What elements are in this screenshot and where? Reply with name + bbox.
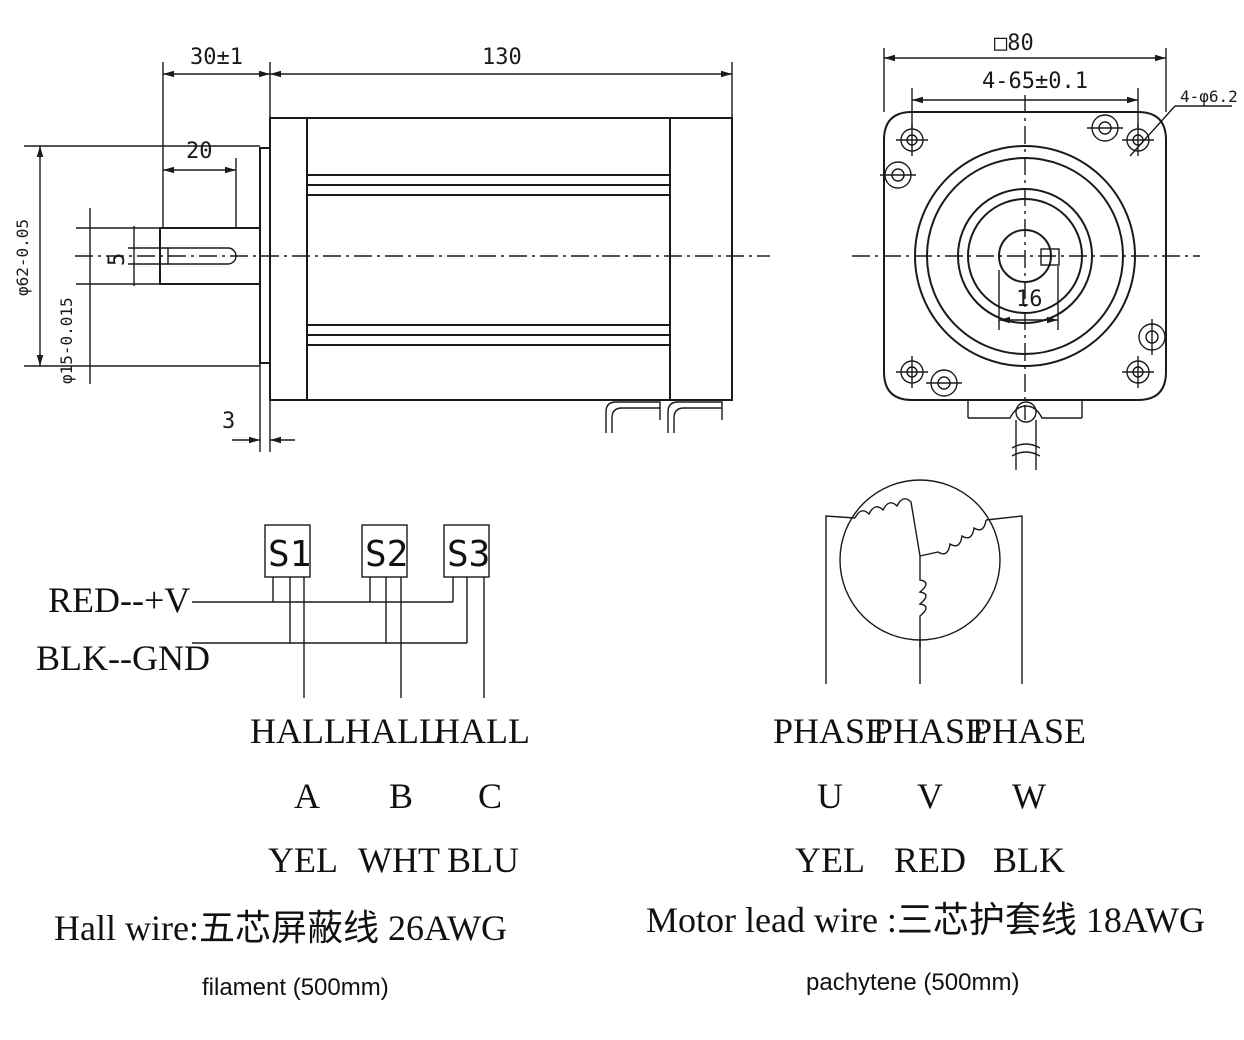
dim-body-length: 130 [482, 45, 522, 70]
sensor-label: S1 [268, 534, 311, 575]
phase-name-label: U [817, 776, 843, 816]
phase-color-label: RED [894, 840, 966, 880]
hall-type-label: HALL [345, 711, 441, 751]
screw-hole [1138, 319, 1166, 355]
front-view: □80 4-65±0.1 4-φ6.2 16 [852, 31, 1238, 470]
hall-type-label: HALL [434, 711, 530, 751]
winding-v [918, 556, 927, 648]
mounting-hole [1122, 356, 1154, 388]
phase-color-label: BLK [993, 840, 1065, 880]
hall-sensor-s1 [264, 524, 311, 578]
hall-wire-note: filament (500mm) [202, 974, 389, 1001]
hall-color-label: WHT [358, 840, 440, 880]
ground-label: BLK--GND [36, 638, 210, 678]
dim-body-diameter: φ62-0.05 [13, 219, 32, 296]
motor-circuit: PHASE PHASE PHASE U V W YEL RED BLK Moto… [646, 479, 1205, 996]
sensor-label: S2 [365, 534, 408, 575]
hall-color-label: BLU [447, 840, 519, 880]
dim-hole-diameter: 4-φ6.2 [1180, 87, 1238, 106]
dim-flange-square: □80 [994, 31, 1034, 56]
motor-body-outline [269, 117, 733, 401]
dim-keyway: 5 [105, 253, 130, 266]
phase-type-label: PHASE [972, 711, 1086, 751]
flange-square-outline [883, 111, 1167, 401]
phase-color-label: YEL [795, 840, 865, 880]
winding-w [919, 519, 987, 557]
hall-name-label: C [478, 776, 502, 816]
dim-shaft-diameter: φ15-0.015 [57, 297, 76, 384]
dim-shaft-length: 20 [186, 139, 213, 164]
phase-type-label: PHASE [873, 711, 987, 751]
hall-circuit: S1 S2 S3 RED--+V BLK--GND HALL HALL HALL… [36, 524, 530, 1001]
screw-hole [880, 161, 916, 189]
mounting-hole [896, 124, 928, 156]
phase-name-label: W [1012, 776, 1046, 816]
dim-shaft-flat: 16 [1016, 287, 1043, 312]
screw-hole [1087, 114, 1123, 142]
dim-flange-projection: 30±1 [190, 45, 243, 70]
screw-hole [926, 369, 962, 397]
hall-color-label: YEL [268, 840, 338, 880]
hall-type-label: HALL [250, 711, 346, 751]
winding-u [854, 498, 921, 557]
phase-name-label: V [917, 776, 943, 816]
phase-type-label: PHASE [773, 711, 887, 751]
dim-flange-step: 3 [222, 409, 235, 434]
motor-wire-note: pachytene (500mm) [806, 969, 1019, 996]
dim-hole-pitch: 4-65±0.1 [982, 69, 1088, 94]
mounting-hole [896, 356, 928, 388]
mounting-hole [1122, 124, 1154, 156]
hall-name-label: A [294, 776, 320, 816]
hall-name-label: B [389, 776, 413, 816]
power-label: RED--+V [48, 580, 190, 620]
hall-wire-spec: Hall wire:五芯屏蔽线 26AWG [54, 908, 507, 948]
hall-sensor-s2 [361, 524, 408, 578]
side-view: 30±1 130 20 5 φ62-0.05 φ15-0.015 3 [13, 45, 770, 452]
motor-wire-spec: Motor lead wire :三芯护套线 18AWG [646, 900, 1205, 940]
sensor-label: S3 [447, 534, 490, 575]
